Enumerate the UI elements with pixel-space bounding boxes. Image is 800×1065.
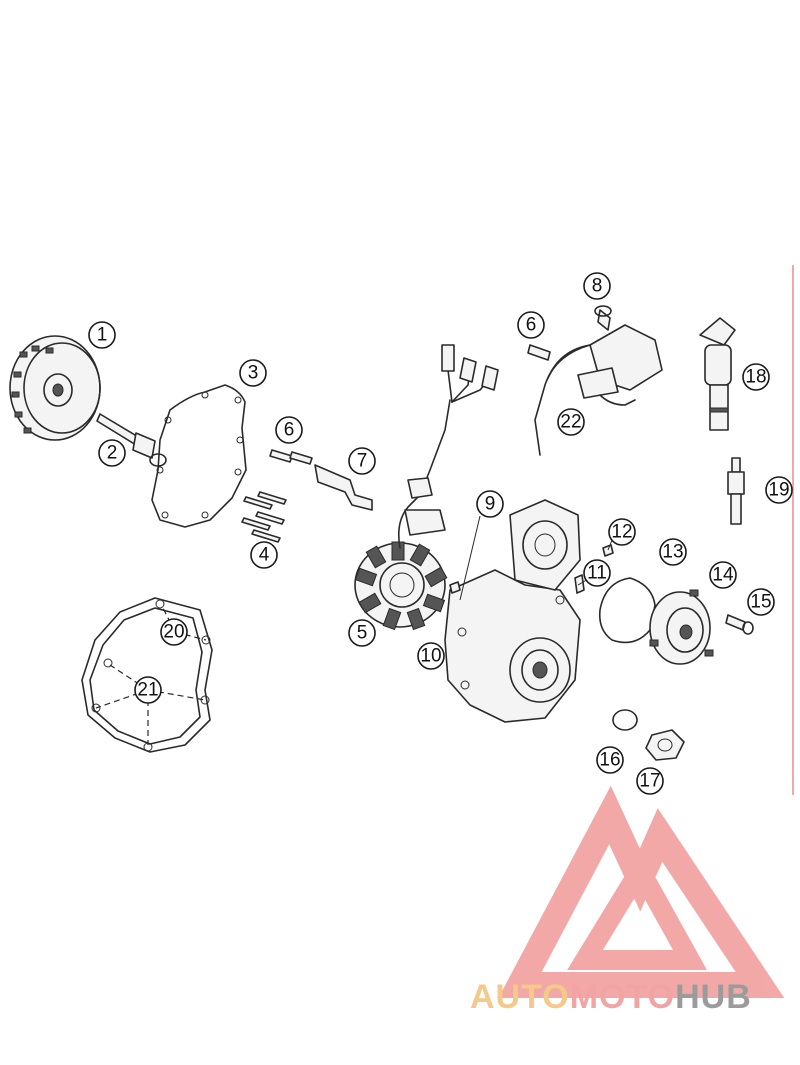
ignition-coil: [534, 324, 663, 456]
watermark-logo-mark: [498, 785, 785, 998]
callout-1-label: 1: [97, 325, 108, 346]
o-ring: [612, 709, 638, 731]
callout-22-label: 22: [560, 412, 581, 433]
callout-19: 19: [765, 476, 793, 504]
coil-screw-head: [594, 305, 612, 317]
stator-assembly: [354, 541, 448, 631]
callout-18: 18: [742, 363, 770, 391]
callout-6-left-label: 6: [284, 420, 295, 441]
callout-1: 1: [88, 321, 116, 349]
callout-5-label: 5: [357, 623, 368, 644]
callout-11-label: 11: [587, 563, 607, 584]
wiring-harness: [397, 344, 499, 549]
rotor-bolt: [96, 413, 167, 467]
callout-4: 4: [250, 541, 278, 569]
callout-16: 16: [596, 746, 624, 774]
callout-10: 10: [417, 642, 445, 670]
callout-11: 11: [583, 559, 611, 587]
callout-6-left: 6: [275, 416, 303, 444]
gasket-set: [81, 597, 213, 753]
cap-screw-head: [742, 621, 754, 635]
callout-19-label: 19: [768, 480, 789, 501]
callout-8-label: 8: [592, 276, 603, 297]
callout-21-label: 21: [137, 680, 158, 701]
callout-7-label: 7: [357, 451, 368, 472]
cover-gasket-13: [598, 577, 656, 644]
callout-4-label: 4: [259, 545, 270, 566]
cap-screw: [725, 614, 746, 631]
screws-left: [269, 449, 313, 465]
flywheel-rotor: [9, 335, 101, 441]
callout-17: 17: [636, 767, 664, 795]
callout-15-label: 15: [750, 592, 771, 613]
cover-gasket: [151, 384, 247, 528]
screw-right: [527, 344, 551, 361]
callout-16-label: 16: [599, 750, 620, 771]
cable-bracket: [314, 464, 373, 511]
spark-plug-cap: [699, 317, 736, 431]
callout-2-label: 2: [107, 443, 118, 464]
callout-17-label: 17: [639, 771, 660, 792]
watermark-word-auto: AUTO: [470, 978, 570, 1016]
callout-13-label: 13: [662, 542, 683, 563]
right-edge-line: [792, 265, 794, 795]
callout-3: 3: [239, 359, 267, 387]
callout-7: 7: [348, 447, 376, 475]
callout-8: 8: [583, 272, 611, 300]
callout-5: 5: [348, 619, 376, 647]
plug-nut: [645, 729, 685, 761]
coil-screw: [597, 309, 611, 331]
callout-9-label: 9: [485, 494, 496, 515]
callout-12-label: 12: [611, 522, 632, 543]
callout-14-label: 14: [712, 565, 734, 586]
cover-cap: [649, 589, 714, 665]
dowel-pin-9: [449, 581, 461, 594]
dowel-pin-12: [602, 544, 614, 557]
callout-20: 20: [160, 618, 188, 646]
cover-screws: [241, 491, 287, 543]
watermark-word-hub: HUB: [675, 978, 752, 1016]
gasket-holes: [156, 391, 244, 519]
callout-13: 13: [659, 538, 687, 566]
callout-9: 9: [476, 490, 504, 518]
callout-6-right: 6: [517, 311, 545, 339]
callout-10-label: 10: [420, 646, 441, 667]
callout-6-right-label: 6: [526, 315, 537, 336]
callout-12: 12: [608, 518, 636, 546]
generator-cover: [444, 499, 581, 723]
callout-22: 22: [557, 408, 585, 436]
callout-18-label: 18: [745, 367, 766, 388]
callout-3-label: 3: [248, 363, 259, 384]
watermark-word-moto: MOTO: [569, 978, 676, 1016]
watermark-wordmark: AUTOMOTOHUB: [470, 978, 800, 1017]
callout-21: 21: [134, 676, 162, 704]
callout-14: 14: [709, 561, 737, 589]
callout-20-label: 20: [163, 622, 184, 643]
spark-plug: [727, 457, 745, 525]
callout-2: 2: [98, 439, 126, 467]
callout-15: 15: [747, 588, 775, 616]
